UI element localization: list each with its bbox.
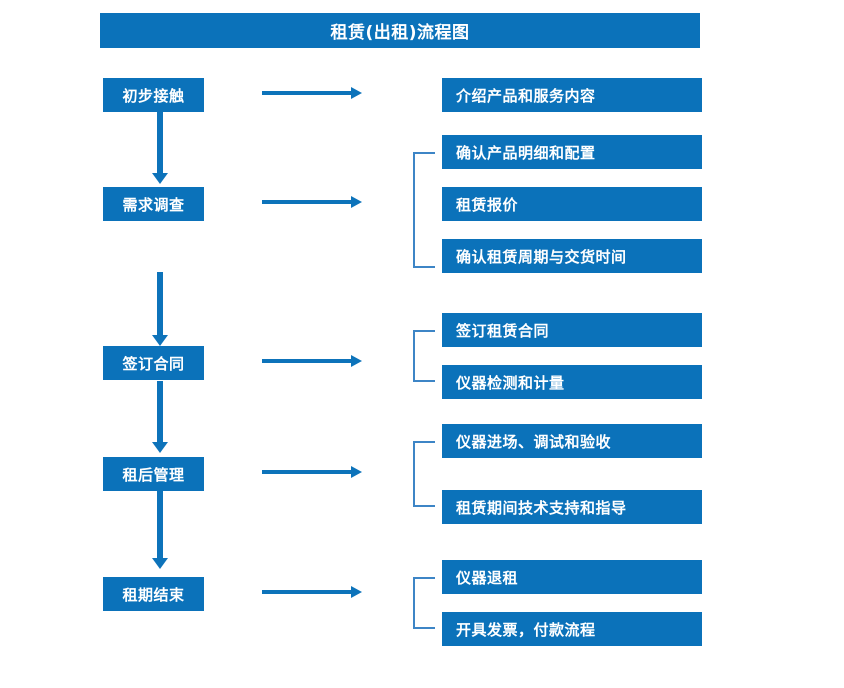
- arrow-head: [351, 196, 362, 208]
- arrow-shaft: [262, 470, 351, 474]
- arrow-head: [351, 586, 362, 598]
- arrow-stage2-to-stage3: [152, 272, 168, 346]
- arrow-stage4-to-stage5: [152, 491, 168, 569]
- detail-box-7[interactable]: 仪器进场、调试和验收: [442, 424, 702, 458]
- group-bracket-2: [413, 152, 435, 268]
- arrow-head: [351, 466, 362, 478]
- arrow-stage5-to-details: [262, 586, 362, 598]
- arrow-head: [152, 442, 168, 453]
- arrow-head: [152, 173, 168, 184]
- detail-box-3[interactable]: 租赁报价: [442, 187, 702, 221]
- page-title: 租赁(出租)流程图: [100, 13, 700, 48]
- stage-box-1[interactable]: 初步接触: [103, 78, 204, 112]
- group-bracket-5: [413, 577, 435, 629]
- arrow-shaft: [157, 272, 163, 335]
- detail-box-5[interactable]: 签订租赁合同: [442, 313, 702, 347]
- detail-box-10[interactable]: 开具发票，付款流程: [442, 612, 702, 646]
- arrow-head: [351, 355, 362, 367]
- detail-box-4[interactable]: 确认租赁周期与交货时间: [442, 239, 702, 273]
- group-bracket-3: [413, 330, 435, 382]
- detail-box-1[interactable]: 介绍产品和服务内容: [442, 78, 702, 112]
- arrow-head: [152, 335, 168, 346]
- arrow-stage3-to-details: [262, 355, 362, 367]
- detail-box-6[interactable]: 仪器检测和计量: [442, 365, 702, 399]
- arrow-stage2-to-details: [262, 196, 362, 208]
- arrow-shaft: [262, 200, 351, 204]
- arrow-head: [351, 87, 362, 99]
- group-bracket-4: [413, 441, 435, 507]
- stage-box-3[interactable]: 签订合同: [103, 346, 204, 380]
- arrow-stage3-to-stage4: [152, 381, 168, 453]
- arrow-shaft: [157, 491, 163, 558]
- stage-box-4[interactable]: 租后管理: [103, 457, 204, 491]
- arrow-stage4-to-details: [262, 466, 362, 478]
- detail-box-2[interactable]: 确认产品明细和配置: [442, 135, 702, 169]
- arrow-shaft: [262, 91, 351, 95]
- arrow-stage1-to-stage2: [152, 112, 168, 184]
- arrow-shaft: [262, 590, 351, 594]
- stage-box-2[interactable]: 需求调查: [103, 187, 204, 221]
- arrow-stage1-to-detail: [262, 87, 362, 99]
- arrow-shaft: [157, 112, 163, 173]
- arrow-head: [152, 558, 168, 569]
- arrow-shaft: [157, 381, 163, 442]
- detail-box-8[interactable]: 租赁期间技术支持和指导: [442, 490, 702, 524]
- arrow-shaft: [262, 359, 351, 363]
- detail-box-9[interactable]: 仪器退租: [442, 560, 702, 594]
- stage-box-5[interactable]: 租期结束: [103, 577, 204, 611]
